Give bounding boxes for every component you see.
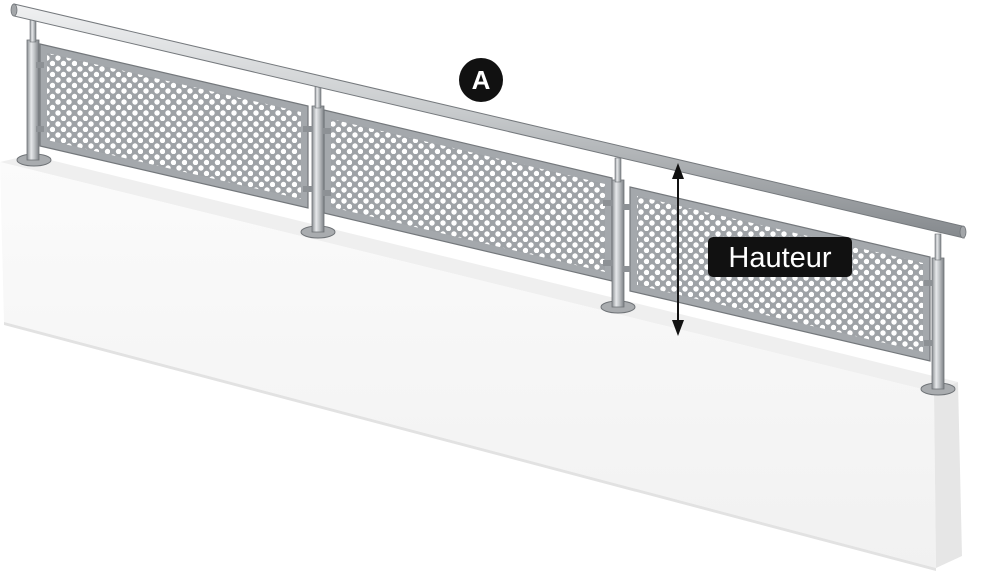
post-2-clamp-right-bottom xyxy=(323,190,331,196)
handrail xyxy=(10,3,967,239)
post-4-tube xyxy=(931,257,945,390)
panel-1-mesh xyxy=(47,53,301,199)
post-1-clamp-top xyxy=(36,62,44,68)
post-2-tube xyxy=(311,105,325,233)
post-4-rail-support xyxy=(934,233,942,261)
post-4-clamp-top xyxy=(924,280,933,286)
post-1-tube xyxy=(26,39,40,161)
height-arrow-head-bottom xyxy=(672,320,684,336)
height-label-box xyxy=(708,237,852,277)
wall-side-face xyxy=(934,382,962,568)
wall-top-face xyxy=(0,155,958,392)
panel-2-mesh xyxy=(331,119,605,272)
post-1 xyxy=(26,13,44,161)
marker-a-label: A xyxy=(472,65,491,95)
post-3-clamp-left-top xyxy=(603,200,613,206)
post-2-rail-support xyxy=(314,85,322,109)
wall-block xyxy=(0,155,962,571)
wall-front-face xyxy=(0,162,936,568)
post-3-rail-support xyxy=(614,157,622,183)
post-2-clamp-left-bottom xyxy=(303,186,313,192)
panel-1 xyxy=(39,43,309,209)
wall-bottom-shadow xyxy=(4,322,936,571)
post-2-clamp-left-top xyxy=(303,126,313,132)
post-3 xyxy=(603,157,631,308)
post-3-clamp-right-top xyxy=(623,204,631,210)
posts xyxy=(26,13,945,390)
handrail-end-cap-right xyxy=(959,225,967,239)
handrail-end-cap-left xyxy=(10,3,18,17)
post-2 xyxy=(303,85,331,233)
marker-a-badge xyxy=(459,58,503,102)
post-1-clamp-bottom xyxy=(36,126,44,132)
post-3-clamp-right-bottom xyxy=(623,266,631,272)
post-3-clamp-left-bottom xyxy=(603,260,613,266)
height-label-text: Hauteur xyxy=(728,242,832,274)
post-2-clamp-right-top xyxy=(323,128,331,134)
height-label: Hauteur xyxy=(708,237,852,277)
post-4 xyxy=(924,233,945,390)
height-dimension xyxy=(672,163,684,336)
height-arrow-head-top xyxy=(672,163,684,179)
marker-a: A xyxy=(459,58,503,102)
post-4-clamp-bottom xyxy=(924,340,933,346)
post-3-tube xyxy=(611,179,625,308)
